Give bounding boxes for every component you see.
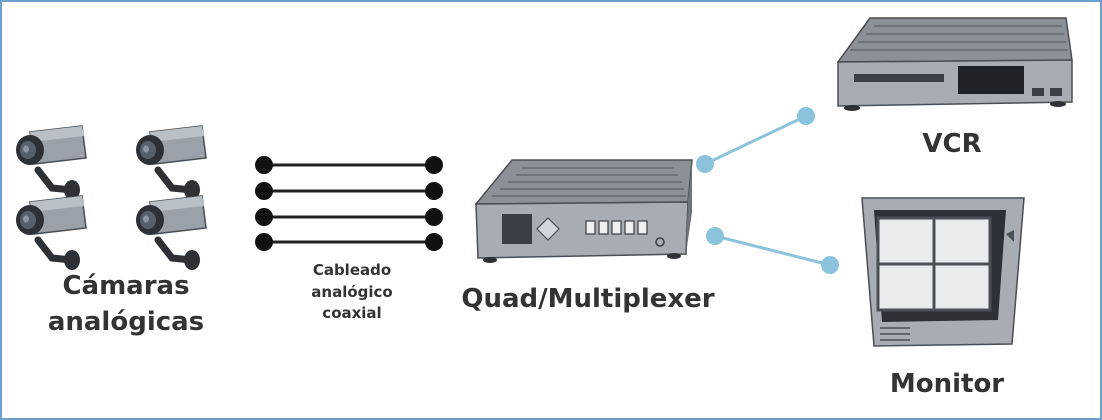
cable-label-line1: Cableado — [312, 261, 392, 279]
multiplexer-label: Quad/Multiplexer — [461, 284, 715, 314]
connector-line-monitor — [706, 227, 839, 274]
multiplexer-icon — [474, 159, 693, 263]
camera-icon — [136, 126, 206, 200]
cable-label-line3: coaxial — [322, 304, 382, 322]
cameras-label-line2: analógicas — [47, 307, 205, 337]
monitor-label: Monitor — [889, 369, 1005, 399]
connector-line-vcr — [696, 107, 815, 173]
camera-icon — [16, 196, 86, 270]
camera-icon — [16, 126, 86, 200]
cable-label-line2: analógico — [311, 283, 393, 301]
coax-cable-icon — [255, 156, 443, 251]
camera-icon — [136, 196, 206, 270]
cameras-label-line1: Cámaras — [62, 271, 190, 301]
monitor-icon — [861, 197, 1025, 347]
vcr-icon — [836, 17, 1073, 111]
vcr-label: VCR — [922, 129, 982, 159]
